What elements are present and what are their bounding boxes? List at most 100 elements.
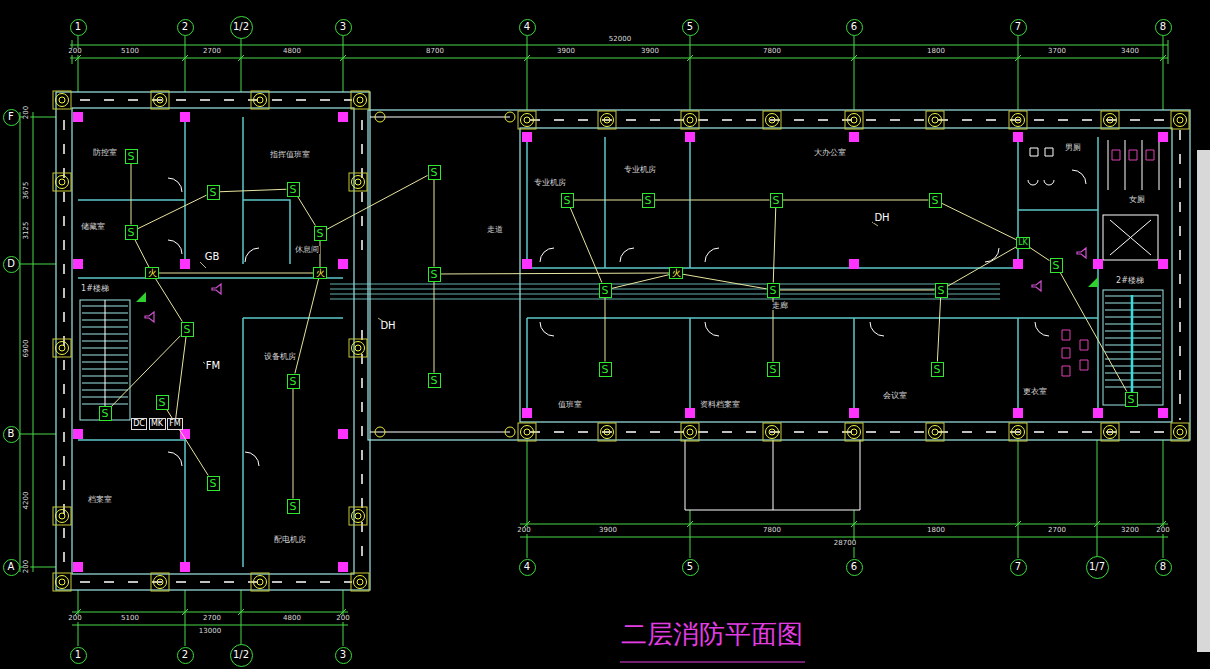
structural-column xyxy=(180,429,190,439)
structural-column xyxy=(338,429,348,439)
smoke-detector: S xyxy=(1050,258,1063,273)
elevator xyxy=(1110,220,1151,255)
alarm-wire xyxy=(570,208,602,283)
device-code: FM xyxy=(205,361,221,371)
structural-column xyxy=(1093,259,1103,269)
columns xyxy=(151,573,169,591)
control-module: MK xyxy=(149,418,166,430)
hall-edge xyxy=(375,112,385,122)
device-code: GB xyxy=(204,252,221,262)
smoke-detector: S xyxy=(1125,392,1138,407)
alarm-wire xyxy=(1030,248,1050,261)
control-module: DC xyxy=(131,418,147,430)
alarm-wire xyxy=(683,274,767,289)
columns xyxy=(349,339,367,357)
alarm-wire xyxy=(441,273,670,275)
smoke-detector: S xyxy=(207,185,220,200)
room-name: 走道 xyxy=(486,226,504,234)
node-text: 火 xyxy=(316,269,325,278)
structural-column xyxy=(180,259,190,269)
smoke-detector: S xyxy=(428,165,441,180)
smoke-detector: S xyxy=(770,193,783,208)
columns xyxy=(926,423,944,441)
hall-edge xyxy=(505,427,515,437)
structural-column xyxy=(1013,408,1023,418)
columns xyxy=(1171,111,1189,129)
interior-wall xyxy=(78,117,343,567)
dimension-text: 200 xyxy=(24,558,31,573)
node-text: S xyxy=(602,364,609,375)
node-text: 2 xyxy=(182,650,188,660)
node-text: 4 xyxy=(524,22,530,32)
node-text: S xyxy=(184,324,191,335)
axis-bubble: 1/7 xyxy=(1086,556,1109,579)
corridor-cables xyxy=(330,284,1000,299)
alarm-wire xyxy=(605,298,606,362)
dimension-text: 3700 xyxy=(1047,48,1067,55)
columns xyxy=(845,423,863,441)
node-text: S xyxy=(431,269,438,280)
dimension-text: 2700 xyxy=(1047,527,1067,534)
manual-alarm-button: 火 xyxy=(313,267,327,279)
alarm-wire xyxy=(138,195,207,229)
node-text: S xyxy=(431,375,438,386)
node-text: S xyxy=(128,227,135,238)
alarm-wire xyxy=(434,282,435,373)
columns xyxy=(151,91,169,109)
node-text: 4 xyxy=(524,562,530,572)
annex xyxy=(685,440,860,510)
node-text: 8 xyxy=(1160,562,1166,572)
node-text: S xyxy=(934,364,941,375)
node-text: S xyxy=(290,184,297,195)
dimension-text: 200 xyxy=(24,104,31,119)
dimension-text: 3675 xyxy=(23,180,30,200)
room-name: 专业机房 xyxy=(533,179,567,187)
axis-bubble: 1/2 xyxy=(230,644,253,667)
stair xyxy=(80,300,130,420)
sanitary-fixtures xyxy=(1028,140,1159,376)
axis-bubble: 1 xyxy=(70,647,87,664)
drawing-title: 二层消防平面图 xyxy=(621,621,803,647)
door-swing xyxy=(168,170,1086,466)
structural-column xyxy=(73,112,83,122)
node-text: S xyxy=(159,397,166,408)
alarm-wire xyxy=(612,275,670,289)
node-text: 3 xyxy=(340,650,346,660)
room-name: 值班室 xyxy=(557,401,583,409)
axis-bubble: 5 xyxy=(682,559,699,576)
node-text: 1/2 xyxy=(233,650,249,660)
columns xyxy=(845,111,863,129)
node-text: A xyxy=(8,562,15,572)
columns xyxy=(349,507,367,525)
structural-column xyxy=(338,259,348,269)
room-name: 配电机房 xyxy=(273,536,307,544)
columns xyxy=(1171,423,1189,441)
smoke-detector: S xyxy=(767,283,780,298)
alarm-wire xyxy=(135,240,149,268)
dimension-text: 4200 xyxy=(23,490,30,510)
alarm-speaker xyxy=(212,284,221,294)
columns xyxy=(251,91,269,109)
manual-alarm-button: 火 xyxy=(669,267,683,279)
columns xyxy=(53,91,71,109)
structural-column xyxy=(180,112,190,122)
node-text: S xyxy=(645,195,652,206)
smoke-detector: S xyxy=(156,395,169,410)
stair xyxy=(1103,290,1163,405)
axis-bubble: 7 xyxy=(1010,19,1027,36)
columns xyxy=(53,507,71,525)
structural-column xyxy=(522,132,532,142)
axis-bubble: A xyxy=(3,559,20,576)
dimension-text: 200 xyxy=(335,615,350,622)
dimension-text: 13000 xyxy=(198,628,222,635)
interior-wall xyxy=(527,137,1098,413)
alarm-wire xyxy=(1060,273,1127,392)
dimension-text: 7800 xyxy=(762,527,782,534)
columns xyxy=(1101,423,1119,441)
corridor-cables xyxy=(330,284,1000,299)
smoke-detector: S xyxy=(929,193,942,208)
dimension-text: 3900 xyxy=(598,527,618,534)
node-text: S xyxy=(938,285,945,296)
